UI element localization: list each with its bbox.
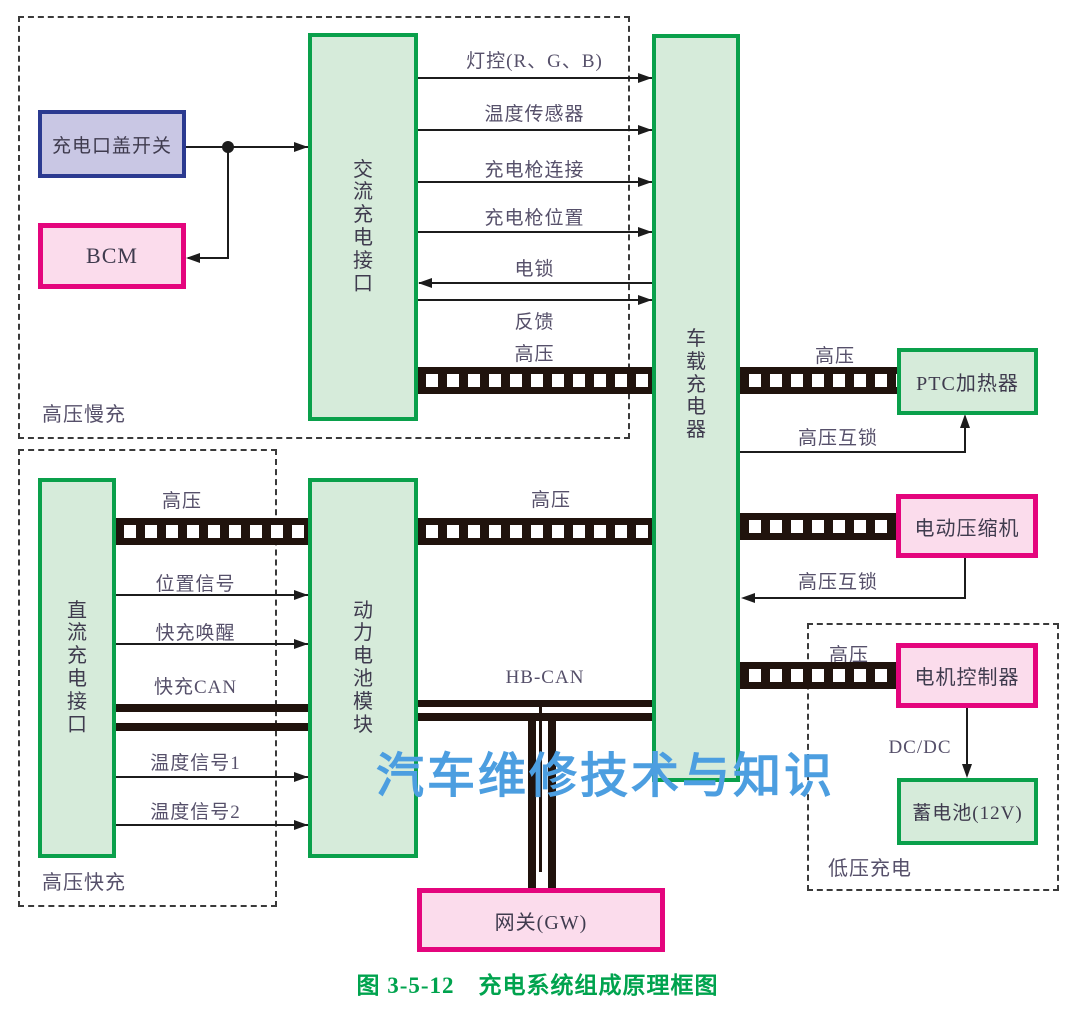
elock-line (419, 282, 652, 284)
dcdc-label: DC/DC (888, 737, 952, 758)
dcdc-arrowhead (962, 764, 972, 778)
electric-compressor-label: 电动压缩机 (914, 517, 1020, 540)
temp-signal-2-arrowhead (294, 820, 308, 830)
slow-charge-group-label: 高压慢充 (42, 404, 126, 426)
ac-charge-interface-block: 交流充电接口 (308, 33, 418, 421)
gun-connect-label: 充电枪连接 (484, 160, 585, 181)
figure-caption: 图 3-5-12 充电系统组成原理框图 (356, 973, 719, 998)
temp-signal-1-arrowhead (294, 772, 308, 782)
interlock-compressor-vline (964, 558, 966, 599)
position-signal-arrowhead (294, 590, 308, 600)
charge-port-cover-switch-block: 充电口盖开关 (38, 110, 186, 178)
motor-controller-label: 电机控制器 (914, 667, 1020, 689)
temp-sensor-arrowhead (638, 125, 652, 135)
low-voltage-group-label: 低压充电 (828, 858, 912, 880)
fast-wakeup-arrowhead (294, 639, 308, 649)
hv-cable-obc-to-ptc (740, 367, 897, 394)
light-control-line (417, 77, 652, 79)
elock-arrowhead (418, 278, 432, 288)
gateway-branch-center-line (539, 707, 542, 872)
dcdc-vline (966, 708, 968, 766)
hv-cable-obc-to-compressor (740, 513, 896, 540)
light-control-arrowhead (638, 73, 652, 83)
fast-charge-can-line-2 (115, 723, 308, 731)
switch-to-ac-arrowhead (294, 142, 308, 152)
ac-charge-interface-label: 交流充电接口 (353, 158, 373, 295)
temp-signal-1-label: 温度信号1 (150, 753, 241, 774)
hv-ac-obc-label: 高压 (514, 344, 555, 365)
elock-label: 电锁 (514, 259, 555, 280)
power-battery-module-block: 动力电池模块 (308, 478, 418, 858)
hb-can-line-1 (417, 700, 652, 707)
temp-signal-2-line (115, 824, 308, 826)
hv-cable-ac-to-obc (417, 367, 652, 394)
ptc-heater-block: PTC加热器 (897, 348, 1038, 415)
gun-connect-arrowhead (638, 177, 652, 187)
hv-cable-pbm-to-obc (417, 518, 652, 545)
fast-charge-can-line-1 (115, 704, 308, 712)
gateway-branch-left-bar (528, 713, 536, 888)
low-voltage-group-frame (807, 623, 1059, 891)
hv-cable-obc-to-motorcontroller (740, 662, 896, 689)
junction-to-bcm-line (188, 257, 229, 259)
interlock-ptc-label: 高压互锁 (797, 428, 878, 449)
interlock-compressor-arrowhead (741, 593, 755, 603)
position-signal-line (115, 594, 308, 596)
temp-signal-2-label: 温度信号2 (150, 802, 241, 823)
fast-can-label: 快充CAN (153, 677, 238, 698)
hv-batt-obc-label: 高压 (530, 490, 571, 511)
onboard-charger-block: 车载充电器 (652, 34, 740, 782)
charge-port-cover-switch-label: 充电口盖开关 (51, 135, 172, 157)
hv-obc-ptc-label: 高压 (814, 346, 855, 367)
hv-obc-mc-label: 高压 (828, 645, 869, 666)
interlock-ptc-arrowhead (960, 414, 970, 428)
temp-sensor-line (417, 129, 652, 131)
motor-controller-block: 电机控制器 (896, 643, 1038, 708)
hv-dc-batt-label: 高压 (161, 491, 202, 512)
gun-position-arrowhead (638, 227, 652, 237)
watermark-text: 汽车维修技术与知识 (376, 748, 836, 804)
gun-connect-line (417, 181, 652, 183)
interlock-ptc-hline (740, 451, 966, 453)
bcm-arrowhead (186, 253, 200, 263)
interlock-compressor-label: 高压互锁 (797, 572, 878, 593)
power-battery-module-label: 动力电池模块 (353, 599, 373, 736)
position-signal-label: 位置信号 (155, 574, 236, 595)
feedback-line (417, 299, 652, 301)
feedback-arrowhead (638, 295, 652, 305)
feedback-label: 反馈 (514, 312, 555, 333)
ptc-heater-label: PTC加热器 (916, 373, 1019, 395)
battery-12v-block: 蓄电池(12V) (897, 778, 1038, 845)
gun-position-label: 充电枪位置 (484, 208, 585, 229)
switch-to-ac-line (186, 146, 308, 148)
electric-compressor-block: 电动压缩机 (896, 494, 1038, 558)
temp-sensor-label: 温度传感器 (484, 104, 585, 125)
slow-charge-group-frame (18, 16, 630, 439)
temp-signal-1-line (115, 776, 308, 778)
onboard-charger-label: 车载充电器 (686, 328, 706, 442)
gun-position-line (417, 231, 652, 233)
fast-wakeup-label: 快充唤醒 (155, 623, 236, 644)
battery-12v-label: 蓄电池(12V) (912, 803, 1023, 824)
dc-charge-interface-label: 直流充电接口 (67, 599, 87, 736)
bcm-label: BCM (86, 243, 138, 268)
fast-charge-group-label: 高压快充 (42, 872, 126, 894)
gateway-branch-right-bar (548, 713, 556, 888)
hb-can-label: HB-CAN (505, 667, 585, 688)
hv-cable-dci-to-pbm (115, 518, 308, 545)
junction-down-line (227, 147, 229, 258)
gateway-label: 网关(GW) (494, 911, 588, 934)
dc-charge-interface-block: 直流充电接口 (38, 478, 116, 858)
fast-charge-group-frame (18, 449, 277, 907)
interlock-ptc-vline (964, 418, 966, 453)
interlock-compressor-hline (744, 597, 966, 599)
bcm-block: BCM (38, 223, 186, 289)
fast-wakeup-line (115, 643, 308, 645)
light-control-label: 灯控(R、G、B) (466, 51, 603, 72)
gateway-block: 网关(GW) (417, 888, 665, 952)
